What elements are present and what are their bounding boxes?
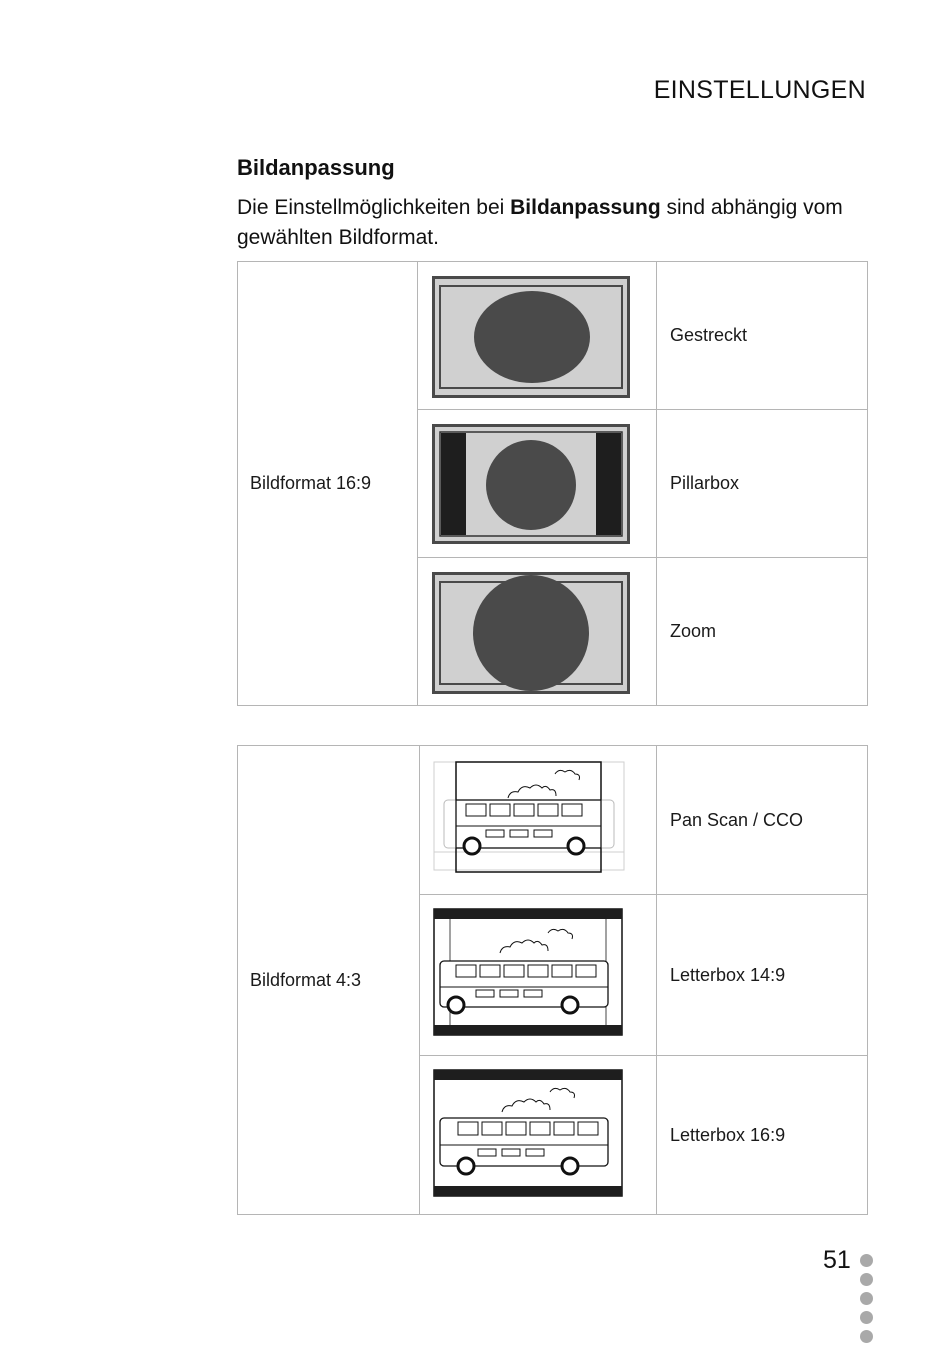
zoom-circle-illustration (417, 557, 657, 706)
format-name: Bildformat 16:9 (237, 261, 418, 706)
bus-panscan-illustration (419, 745, 657, 895)
option-label: Zoom (656, 557, 868, 706)
table-row: Zoom (238, 557, 868, 706)
option-label: Pillarbox (656, 409, 868, 558)
dot-icon (860, 1330, 873, 1343)
stretched-ellipse-illustration (417, 261, 657, 410)
table-row: Letterbox 14:9 (238, 894, 868, 1056)
intro-text-end: sind abhängig vom gewählten Bildformat. (237, 196, 843, 249)
intro-text-bold: Bildanpassung (510, 196, 661, 219)
intro-paragraph: Die Einstellmöglichkeiten bei Bildanpass… (237, 193, 877, 253)
page-title: Bildanpassung (237, 155, 395, 180)
option-label: Letterbox 16:9 (656, 1055, 868, 1215)
dot-icon (860, 1254, 873, 1267)
format-table-4-3: Bildformat 4:3 (237, 745, 868, 1215)
intro-text-start: Die Einstellmöglichkeiten bei (237, 196, 511, 219)
table-row: Bildformat 4:3 (237, 745, 868, 1215)
pillarbox-circle-illustration (417, 409, 657, 558)
option-label: Gestreckt (656, 261, 868, 410)
bus-letterbox-14-9-illustration (419, 894, 657, 1056)
format-table-16-9: Bildformat 16:9 Gestreckt Pillarbox (237, 261, 868, 706)
option-label: Letterbox 14:9 (656, 894, 868, 1056)
option-label: Pan Scan / CCO (656, 745, 868, 895)
dot-icon (860, 1311, 873, 1324)
dot-icon (860, 1292, 873, 1305)
table-row: Pillarbox (238, 409, 868, 558)
section-header: EINSTELLUNGEN (653, 76, 866, 104)
table-row: Letterbox 16:9 (238, 1055, 868, 1215)
table-row: Bildformat 16:9 Gestreckt (237, 261, 868, 706)
bus-letterbox-16-9-illustration (419, 1055, 657, 1215)
format-name: Bildformat 4:3 (237, 745, 420, 1215)
dot-icon (860, 1273, 873, 1286)
page-dots-decoration (860, 1254, 874, 1349)
page-number: 51 (823, 1246, 851, 1274)
